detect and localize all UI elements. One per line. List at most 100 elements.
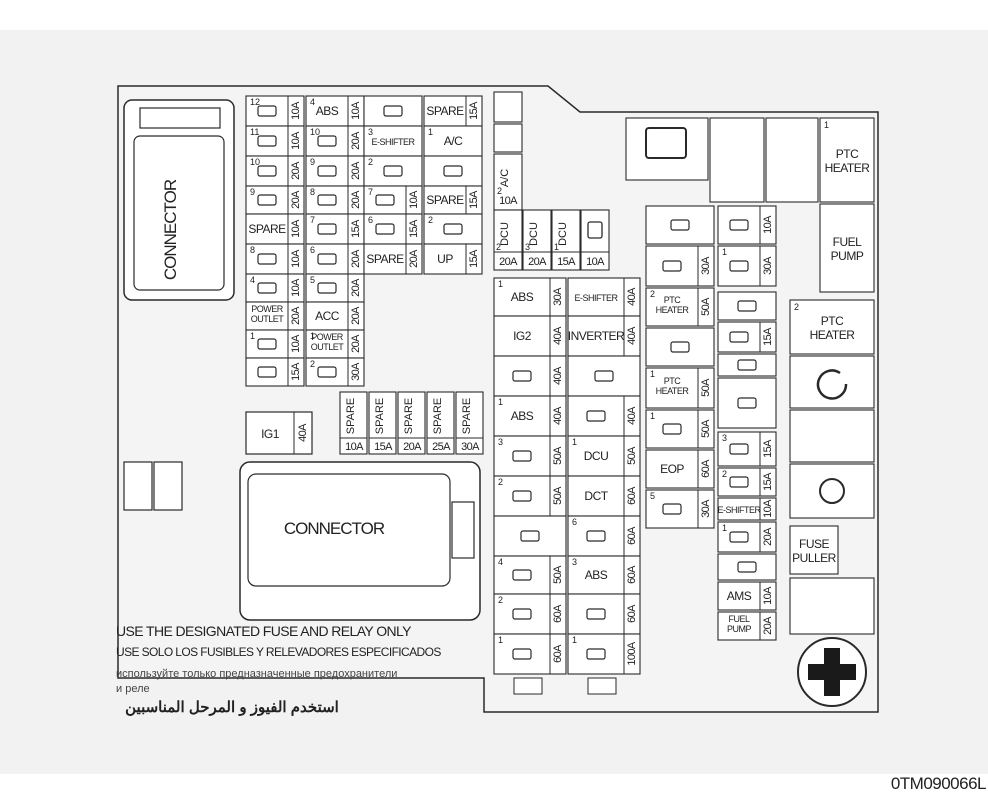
top-relay-3	[765, 117, 819, 203]
center-right-fuse-8	[567, 555, 641, 595]
right-a-fuse-3	[645, 287, 715, 327]
fuse-amp: 50A	[552, 486, 564, 505]
fuse-amp: 20A	[290, 306, 302, 325]
right-c-cell-5	[789, 463, 875, 519]
fuse-amp: 15A	[762, 439, 774, 458]
fuse-amp: 40A	[552, 326, 564, 345]
fuse-text: ABS	[511, 290, 534, 304]
relay-icon	[594, 370, 614, 382]
ac-amp: 10A	[499, 195, 518, 207]
fuse-text: AMS	[727, 589, 752, 603]
connector-bottom-tab	[451, 501, 475, 559]
right-c-cell-4	[789, 409, 875, 463]
right-b-fuse-7	[717, 431, 777, 467]
plus-sign	[808, 648, 856, 696]
circuit-number: 1	[650, 411, 655, 421]
relay-icon	[317, 135, 337, 147]
fuse-amp: 40A	[626, 406, 638, 425]
relay-icon	[257, 338, 277, 350]
fuse-amp: 20A	[290, 161, 302, 180]
fuse-text: SPARE	[366, 252, 404, 266]
right-a-fuse-4	[645, 327, 715, 367]
circuit-number: 12	[250, 97, 260, 107]
fuse-amp: 20A	[350, 249, 362, 268]
fuse-text: HEATER	[656, 386, 690, 396]
fuse-text: DCU	[584, 449, 609, 463]
left-fuse-4-1	[245, 185, 305, 215]
dcu-label: DCU	[528, 222, 540, 246]
fuse-amp: 60A	[626, 604, 638, 623]
circuit-number: 4	[310, 97, 315, 107]
relay-icon	[257, 253, 277, 265]
relay-icon	[729, 476, 749, 488]
spare-label: SPARE	[432, 398, 444, 434]
right-c-cell-3	[789, 355, 875, 409]
left-fuse-6-4	[423, 243, 483, 275]
right-c-cell-7	[789, 577, 875, 635]
dcu-num: 2	[496, 242, 501, 252]
right-b-fuse-11	[717, 553, 777, 581]
left-fuse-7-1	[245, 273, 305, 303]
circuit-number: 9	[250, 187, 255, 197]
relay-icon	[317, 366, 337, 378]
relay-icon	[662, 423, 682, 435]
note-english: USE THE DESIGNATED FUSE AND RELAY ONLY	[116, 623, 412, 639]
fuse-amp: 20A	[350, 306, 362, 325]
dcu-fuse	[551, 209, 581, 271]
relay-icon	[586, 410, 606, 422]
fuse-amp: 30A	[350, 362, 362, 381]
fuse-amp: 20A	[408, 249, 420, 268]
spare-fuse	[368, 391, 397, 455]
fuse-amp: 20A	[762, 527, 774, 546]
fuse-amp: 10A	[290, 278, 302, 297]
right-a-fuse-1	[645, 205, 715, 245]
center-left-fuse-8	[493, 555, 567, 595]
note-russian-1: используйте только предназначенные предо…	[116, 668, 397, 680]
right-a-fuse-5	[645, 367, 715, 409]
circuit-number: 1	[310, 331, 315, 341]
fuse-text: E-SHIFTER	[574, 293, 618, 303]
left-fuse-5-4	[423, 213, 483, 245]
fuse-text: DCT	[584, 489, 608, 503]
fuse-amp: 50A	[552, 446, 564, 465]
spare-amp: 20A	[403, 441, 422, 453]
top-relay-4	[819, 117, 875, 203]
right-c-num: 2	[794, 302, 799, 312]
dcu-label: DCU	[557, 222, 569, 246]
circuit-number: 10	[250, 157, 260, 167]
circuit-number: 7	[368, 187, 373, 197]
circuit-number: 4	[250, 275, 255, 285]
fuse-amp: 15A	[762, 472, 774, 491]
circuit-number: 3	[572, 557, 577, 567]
fuse-amp: 15A	[290, 362, 302, 381]
ig1-fuse	[245, 411, 313, 455]
fuse-amp: 20A	[290, 190, 302, 209]
fuse-amp: 10A	[350, 101, 362, 120]
right-c-text: PTC	[821, 314, 844, 328]
dcu-amp: 20A	[499, 256, 518, 268]
fuse-text: FUEL	[728, 614, 750, 624]
left-fuse-2-4	[423, 125, 483, 157]
fuse-amp: 20A	[762, 616, 774, 635]
fuse-amp: 10A	[290, 131, 302, 150]
center-right-fuse-1	[567, 277, 641, 317]
relay-icon	[586, 608, 606, 620]
right-b-fuse-3	[717, 291, 777, 321]
left-fuse-1-4	[423, 95, 483, 127]
right-b-fuse-6	[717, 377, 777, 429]
fuse-amp: 15A	[468, 190, 480, 209]
dcu-fuse	[493, 209, 523, 271]
rear-defrost-icon	[645, 127, 687, 159]
circuit-number: 1	[498, 397, 503, 407]
fuse-text: PUMP	[727, 624, 751, 634]
circuit-number: 7	[310, 215, 315, 225]
circuit-number: 1	[650, 369, 655, 379]
dcu-num: 3	[525, 242, 530, 252]
fuse-text: SPARE	[426, 193, 464, 207]
dcu-fuse	[522, 209, 552, 271]
relay-icon	[383, 105, 403, 117]
fuse-amp: 10A	[290, 249, 302, 268]
circuit-number: 2	[498, 477, 503, 487]
